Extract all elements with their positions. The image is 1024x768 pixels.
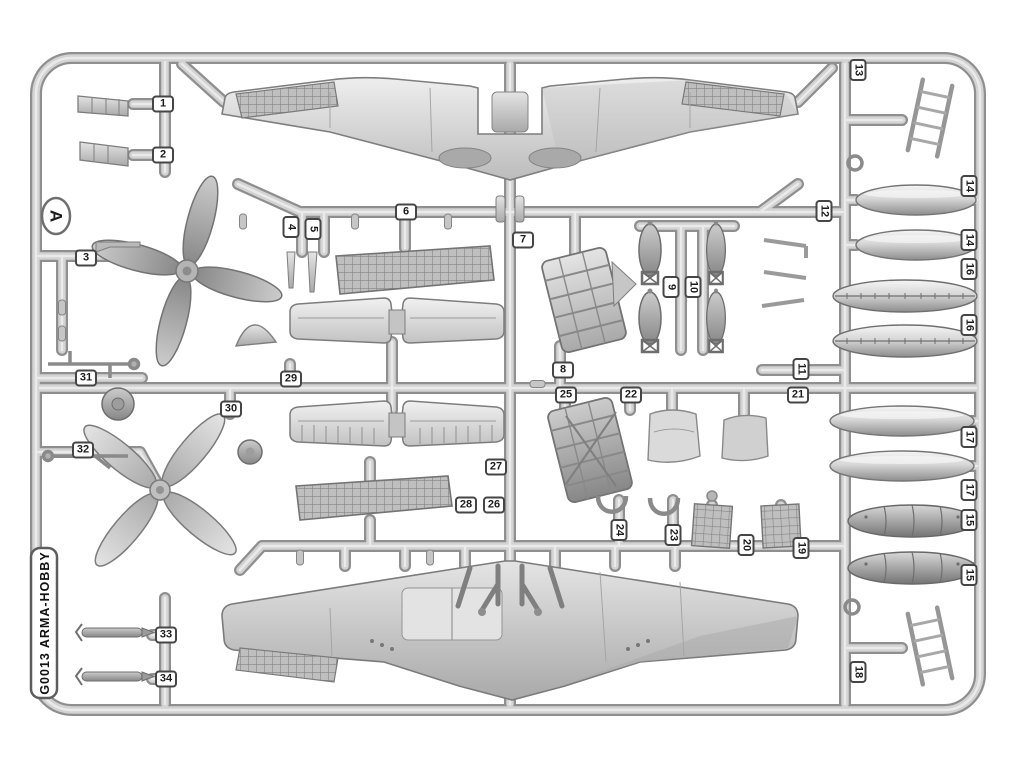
part-wheels [101,154,864,616]
part-lower-wing [221,560,799,701]
part-u-hooks [595,490,718,516]
part-tail-doors [495,195,525,223]
part-exhausts [77,95,129,167]
part-ladder-bottom [908,608,952,685]
part-propeller-1 [88,172,286,370]
brand-label: G0013 ARMA-HOBBY [38,551,52,694]
part-cockpit-frame-a [539,245,637,355]
part-cockpit-frame-b [545,395,635,505]
part-radiator-cores [690,502,802,550]
part-stabilizer-1 [289,297,505,344]
part-propeller-2 [75,405,245,575]
part-door-strips [286,251,318,293]
part-drop-tanks [829,184,978,585]
part-gun-fairings [74,623,156,686]
part-sway-braces [761,238,808,308]
sprue-letter-plate: A [40,196,72,236]
part-seat-panels [647,409,769,463]
brand-plate: G0013 ARMA-HOBBY [29,546,59,700]
part-spinner [234,324,278,347]
sprue-letter: A [47,210,66,222]
part-flap-grid [295,475,453,521]
part-radiator-grid [335,245,495,295]
part-ladder-top [908,80,952,157]
part-upper-wing [221,76,799,181]
part-stabilizer-2 [289,400,505,447]
